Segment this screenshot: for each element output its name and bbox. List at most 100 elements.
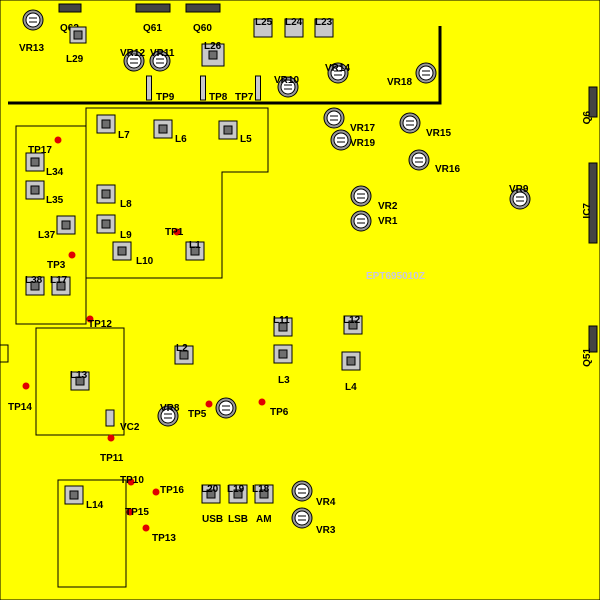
tp5-label: TP5 <box>188 409 207 420</box>
q62-ic-icon <box>58 3 82 13</box>
vr14-component: VR14 <box>325 62 350 84</box>
l12-component: L12 <box>343 315 363 335</box>
l9-component: L9 <box>96 214 132 241</box>
watermark: EPT695010Z <box>366 271 425 282</box>
tp14-component: TP14 <box>8 382 32 413</box>
tp16-component: TP16 <box>152 485 184 496</box>
l3-component: L3 <box>273 344 293 386</box>
l8-component: L8 <box>96 184 132 210</box>
vr15-label: VR15 <box>426 128 451 139</box>
q6-component: Q6 <box>582 86 598 124</box>
tp5-component: TP5 <box>188 400 213 420</box>
tp1-label: TP1 <box>165 227 184 238</box>
vr2-component: VR2 <box>350 185 398 212</box>
vr19-label: VR19 <box>350 138 375 149</box>
l38-label: L38 <box>25 275 43 286</box>
vr18-label: VR18 <box>387 77 412 88</box>
l1-label: L1 <box>189 240 201 251</box>
l24-pad-icon <box>284 18 304 38</box>
l34-component: L34 <box>25 152 64 178</box>
vr14-label: VR14 <box>325 63 350 74</box>
l35-component: L35 <box>25 180 64 206</box>
l25-component: L25 <box>253 17 273 38</box>
left-section-outline <box>15 125 87 325</box>
tp6-component: TP6 <box>258 398 289 418</box>
tp14-label: TP14 <box>8 402 32 413</box>
l34-label: L34 <box>46 167 64 178</box>
l20-label: L20 <box>201 484 219 495</box>
q51-ic-icon <box>588 325 598 353</box>
vr16-component: VR16 <box>408 149 460 175</box>
q61-ic-icon <box>135 3 171 13</box>
tp9-label: TP9 <box>156 92 175 103</box>
l23-component: L23 <box>314 17 334 38</box>
l11-label: L11 <box>273 315 290 326</box>
tp17-label: TP17 <box>28 145 52 156</box>
vr10-component: VR10 <box>274 75 299 98</box>
tp8-label: TP8 <box>209 92 228 103</box>
ic7-label: IC7 <box>582 203 593 219</box>
tp11-testpoint-icon <box>107 434 115 442</box>
l23-label: L23 <box>315 17 333 28</box>
l19-label: L19 <box>227 484 245 495</box>
vr12-label: VR12 <box>120 48 145 59</box>
l17-label: L17 <box>50 275 68 286</box>
tp7-pin-icon <box>255 75 261 101</box>
l11-component: L11 <box>273 315 293 337</box>
l24-label: L24 <box>285 17 303 28</box>
tp7-component: TP7 <box>235 75 261 103</box>
q51-label: Q51 <box>582 348 593 367</box>
q51-component: Q51 <box>582 325 598 367</box>
l6-component: L6 <box>153 119 187 145</box>
vr1-label: VR1 <box>378 216 398 227</box>
l2-label: L2 <box>176 343 188 354</box>
vr3-component: VR3 <box>291 507 336 536</box>
tp16-testpoint-icon <box>152 488 160 496</box>
l19-mode-label: LSB <box>228 514 248 525</box>
vr13-component: VR13 <box>19 9 44 54</box>
vr3-label: VR3 <box>316 525 336 536</box>
vr15-component: VR15 <box>399 112 451 139</box>
vr8-label: VR8 <box>160 403 180 414</box>
tp16-label: TP16 <box>160 485 184 496</box>
l9-label: L9 <box>120 230 132 241</box>
l5-component: L5 <box>218 120 252 145</box>
vr13-label: VR13 <box>19 43 44 54</box>
l25-pad-icon <box>253 18 273 38</box>
l14-component: L14 <box>64 485 104 511</box>
tp12-label: TP12 <box>88 319 112 330</box>
tp10-component: TP10 <box>120 475 144 486</box>
tp15-testpoint-icon <box>126 508 134 516</box>
tp3-label: TP3 <box>47 260 66 271</box>
l20-mode-label: USB <box>202 514 223 525</box>
l24-component: L24 <box>284 17 304 38</box>
l37-component: L37 <box>38 215 76 241</box>
tp9-pin-icon <box>146 75 152 101</box>
vr4-label: VR4 <box>316 497 336 508</box>
l29-label: L29 <box>66 54 84 65</box>
tp1-testpoint-icon <box>173 228 181 236</box>
l10-component: L10 <box>112 241 154 267</box>
tp7-label: TP7 <box>235 92 254 103</box>
l18-mode-label: AM <box>256 514 272 525</box>
tp13-testpoint-icon <box>142 524 150 532</box>
l14-section-outline <box>57 479 127 588</box>
vc2-pin-icon <box>105 409 115 427</box>
tp8-pin-icon <box>200 75 206 101</box>
vr5-component <box>215 397 237 419</box>
l29-component: L29 <box>66 26 87 65</box>
tp6-testpoint-icon <box>258 398 266 406</box>
l17-component: L17 <box>50 275 71 296</box>
vc2-label: VC2 <box>120 422 140 433</box>
tp12-component: TP12 <box>86 315 112 330</box>
q60-label: Q60 <box>193 23 212 34</box>
tp17-component: TP17 <box>28 136 62 156</box>
l26-label: L26 <box>204 41 222 52</box>
l12-label: L12 <box>343 315 361 326</box>
